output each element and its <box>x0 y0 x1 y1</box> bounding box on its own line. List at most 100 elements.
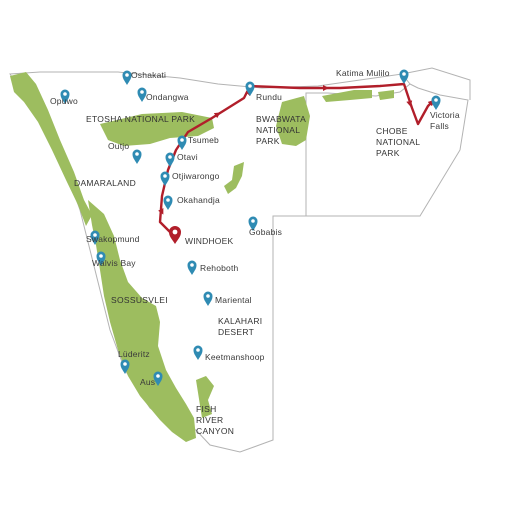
start-windhoek[interactable]: WINDHOEK <box>169 226 233 246</box>
map-pin-icon <box>132 149 142 164</box>
town-label-oshakati: Oshakati <box>131 70 166 80</box>
town-ondangwa[interactable]: Ondangwa <box>137 87 189 103</box>
map-pin-hole <box>248 84 252 88</box>
town-label-swakopmund: Swakopmund <box>86 234 140 244</box>
town-rundu[interactable]: Rundu <box>245 81 283 103</box>
map-pin-hole <box>156 374 160 378</box>
map-pin-hole <box>251 219 255 223</box>
map-pin-hole <box>206 294 210 298</box>
town-label-ondangwa: Ondangwa <box>146 92 189 102</box>
botswana-border <box>305 83 469 217</box>
town-okahandja[interactable]: Okahandja <box>163 195 220 210</box>
label-line: RIVER <box>196 415 223 425</box>
map-pin-hole <box>140 90 144 94</box>
map-pin-icon <box>248 216 258 231</box>
town-label-gobabis: Gobabis <box>249 227 282 237</box>
town-opuwo[interactable]: Opuwo <box>50 89 78 107</box>
label-line: DESERT <box>218 327 254 337</box>
town-markers: Opuwo Oshakati Ondangwa Outjo Tsumeb Ota… <box>50 68 460 387</box>
label-line: PARK <box>256 136 280 146</box>
map-pin-hole <box>196 348 200 352</box>
region-etosha: ETOSHA NATIONAL PARK <box>86 114 195 124</box>
map-pin-icon <box>120 359 130 374</box>
label-line: Falls <box>430 121 449 131</box>
map-pin-hole <box>123 362 127 366</box>
town-walvis-bay[interactable]: Walvis Bay <box>92 251 136 269</box>
map-pin-hole <box>99 254 103 258</box>
town-mariental[interactable]: Mariental <box>203 291 252 307</box>
town-luderitz[interactable]: Lüderitz <box>118 349 150 374</box>
protected-areas <box>10 72 394 442</box>
region-damaraland: DAMARALAND <box>74 178 136 188</box>
map-pin-icon <box>177 135 187 150</box>
map-pin-icon <box>165 152 175 167</box>
town-outjo[interactable]: Outjo <box>108 141 142 164</box>
town-label-outjo: Outjo <box>108 141 129 151</box>
start-pin-hole <box>172 229 178 235</box>
label-line: DAMARALAND <box>74 178 136 188</box>
town-keetmanshoop[interactable]: Keetmanshoop <box>193 345 265 363</box>
town-label-luderitz: Lüderitz <box>118 349 150 359</box>
town-label-mariental: Mariental <box>215 295 252 305</box>
map-pin-icon <box>60 89 70 104</box>
town-tsumeb[interactable]: Tsumeb <box>177 135 220 150</box>
town-otavi[interactable]: Otavi <box>165 152 198 167</box>
start-label-windhoek: WINDHOEK <box>185 236 233 246</box>
label-line: FISH <box>196 404 217 414</box>
map-pin-icon-red <box>169 226 181 244</box>
town-gobabis[interactable]: Gobabis <box>248 216 283 238</box>
khaudum-bwabwata-park <box>276 96 310 146</box>
map-pin-hole <box>190 263 194 267</box>
caprivi-strip-park <box>322 90 372 102</box>
label-line: NATIONAL <box>376 137 420 147</box>
skeleton-coast-park <box>10 72 92 226</box>
map-pin-icon <box>90 230 100 245</box>
etosha-park <box>100 112 214 146</box>
label-line: CANYON <box>196 426 234 436</box>
town-katima-mulilo[interactable]: Katima Mulilo <box>336 68 409 84</box>
sperrgebiet-south <box>196 376 214 418</box>
map-pin-hole <box>180 138 184 142</box>
map-pin-icon <box>122 70 132 85</box>
town-label-otjiwarongo: Otjiwarongo <box>172 171 220 181</box>
town-label-keetmanshoop: Keetmanshoop <box>205 352 265 362</box>
label-line: PARK <box>376 148 400 158</box>
waterberg-park <box>224 162 244 194</box>
map-pin-icon <box>203 291 213 306</box>
label-line: Victoria <box>430 110 460 120</box>
dorob-namib-park <box>88 200 196 442</box>
town-label-opuwo: Opuwo <box>50 96 78 106</box>
label-line: ETOSHA NATIONAL PARK <box>86 114 195 124</box>
label-line: SOSSUSVLEI <box>111 295 168 305</box>
label-line: NATIONAL <box>256 125 300 135</box>
region-sossusvlei: SOSSUSVLEI <box>111 295 168 305</box>
town-swakopmund[interactable]: Swakopmund <box>86 230 140 246</box>
label-line: KALAHARI <box>218 316 262 326</box>
town-label-rundu: Rundu <box>256 92 282 102</box>
map-pin-icon <box>431 95 441 110</box>
town-label-katima-mulilo: Katima Mulilo <box>336 68 390 78</box>
map-pin-hole <box>166 198 170 202</box>
town-oshakati[interactable]: Oshakati <box>122 70 167 85</box>
town-rehoboth[interactable]: Rehoboth <box>187 260 239 276</box>
map-pin-hole <box>402 72 406 76</box>
map-pin-hole <box>125 73 129 77</box>
map-pin-icon <box>193 345 203 360</box>
town-label-tsumeb: Tsumeb <box>188 135 219 145</box>
map-pin-icon <box>137 87 147 102</box>
town-otjiwarongo[interactable]: Otjiwarongo <box>160 171 220 186</box>
town-aus[interactable]: Aus <box>140 371 163 388</box>
map-pin-hole <box>135 152 139 156</box>
region-labels: ETOSHA NATIONAL PARK DAMARALAND BWABWATA… <box>74 114 420 436</box>
label-line: CHOBE <box>376 126 408 136</box>
map-pin-icon <box>153 371 163 386</box>
map-pin-hole <box>434 98 438 102</box>
map-pin-icon <box>187 260 197 275</box>
